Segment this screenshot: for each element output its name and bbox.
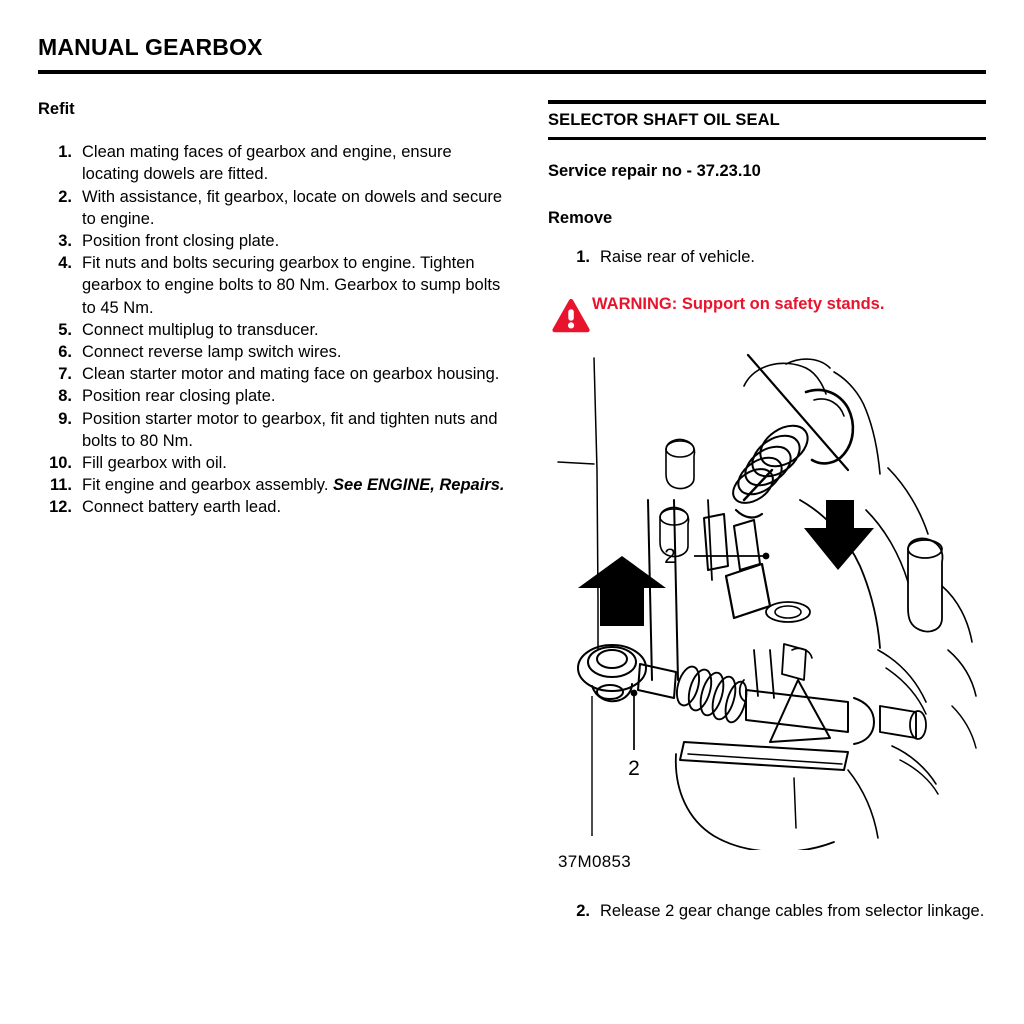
callout-dot <box>762 553 770 560</box>
step-number: 5. <box>58 320 72 339</box>
remove-steps-list-continued: 2. Release 2 gear change cables from sel… <box>548 900 986 922</box>
page-title: MANUAL GEARBOX <box>38 34 263 60</box>
step-text: With assistance, fit gearbox, locate on … <box>82 187 503 228</box>
arrow-up-icon <box>578 556 666 627</box>
list-item: 1. Clean mating faces of gearbox and eng… <box>38 141 508 185</box>
title-divider <box>38 70 986 75</box>
refit-steps-list: 1. Clean mating faces of gearbox and eng… <box>38 141 508 518</box>
list-item: 2. With assistance, fit gearbox, locate … <box>38 186 508 230</box>
step-number: 7. <box>58 365 72 384</box>
warning-block: WARNING: Support on safety stands. <box>548 294 986 336</box>
service-repair-number: Service repair no - 37.23.10 <box>548 162 761 181</box>
two-column-body: Refit 1. Clean mating faces of gearbox a… <box>38 100 986 922</box>
list-item: 6. Connect reverse lamp switch wires. <box>38 341 508 363</box>
list-item: 8. Position rear closing plate. <box>38 385 508 407</box>
step-text: Fit nuts and bolts securing gearbox to e… <box>82 254 501 317</box>
step-number: 1. <box>58 143 72 162</box>
step-text: Position front closing plate. <box>82 231 280 250</box>
step-number: 10. <box>49 453 72 472</box>
remove-heading: Remove <box>548 209 613 228</box>
step-text: Raise rear of vehicle. <box>600 248 755 267</box>
manual-page: MANUAL GEARBOX Refit 1. Clean mating fac… <box>38 0 986 1024</box>
list-item: 5. Connect multiplug to transducer. <box>38 319 508 341</box>
list-item: 9. Position starter motor to gearbox, fi… <box>38 408 508 452</box>
section-divider-bottom <box>548 137 986 141</box>
callout-label-2-upper: 2 <box>664 545 676 568</box>
list-item: 11. Fit engine and gearbox assembly. See… <box>38 474 508 496</box>
step-number: 8. <box>58 387 72 406</box>
list-item: 7. Clean starter motor and mating face o… <box>38 363 508 385</box>
step-number: 3. <box>58 231 72 250</box>
list-item: 1. Raise rear of vehicle. <box>548 246 986 268</box>
arrow-down-icon <box>804 500 874 571</box>
callout-label-2-lower: 2 <box>628 757 640 780</box>
step-number: 1. <box>576 248 590 267</box>
step-cross-reference: See ENGINE, Repairs. <box>333 476 505 495</box>
step-text-plain: Fit engine and gearbox assembly. <box>82 476 334 495</box>
step-text: Connect multiplug to transducer. <box>82 320 319 339</box>
figure-number: 37M0853 <box>558 852 631 872</box>
step-text: Connect reverse lamp switch wires. <box>82 342 342 361</box>
step-text: Clean mating faces of gearbox and engine… <box>82 143 452 184</box>
list-item: 3. Position front closing plate. <box>38 230 508 252</box>
section-title: SELECTOR SHAFT OIL SEAL <box>548 111 780 130</box>
step-text: Connect battery earth lead. <box>82 498 282 517</box>
column-gutter <box>508 100 548 922</box>
step-text: Position starter motor to gearbox, fit a… <box>82 409 498 450</box>
step-number: 2. <box>576 902 590 921</box>
remove-steps-list: 1. Raise rear of vehicle. <box>548 246 986 268</box>
step-number: 6. <box>58 342 72 361</box>
step-text: Fit engine and gearbox assembly. See ENG… <box>82 474 508 496</box>
step-number: 9. <box>58 409 72 428</box>
step-text: Release 2 gear change cables from select… <box>600 902 985 921</box>
list-item: 2. Release 2 gear change cables from sel… <box>548 900 986 922</box>
step-text: Position rear closing plate. <box>82 387 276 406</box>
step-number: 12. <box>49 498 72 517</box>
technical-illustration: 2 2 37M0853 <box>548 350 986 872</box>
warning-triangle-icon <box>548 296 592 336</box>
left-column: Refit 1. Clean mating faces of gearbox a… <box>38 100 508 922</box>
callout-dot <box>630 690 638 697</box>
section-divider-top <box>548 100 986 105</box>
step-number: 11. <box>49 476 72 495</box>
right-column: SELECTOR SHAFT OIL SEAL Service repair n… <box>548 100 986 922</box>
step-text: Clean starter motor and mating face on g… <box>82 365 500 384</box>
list-item: 10. Fill gearbox with oil. <box>38 452 508 474</box>
list-item: 4. Fit nuts and bolts securing gearbox t… <box>38 252 508 319</box>
step-number: 2. <box>58 187 72 206</box>
step-number: 4. <box>58 254 72 273</box>
refit-heading: Refit <box>38 100 75 119</box>
step-text: Fill gearbox with oil. <box>82 453 227 472</box>
list-item: 12. Connect battery earth lead. <box>38 496 508 518</box>
warning-text: WARNING: Support on safety stands. <box>592 295 885 314</box>
